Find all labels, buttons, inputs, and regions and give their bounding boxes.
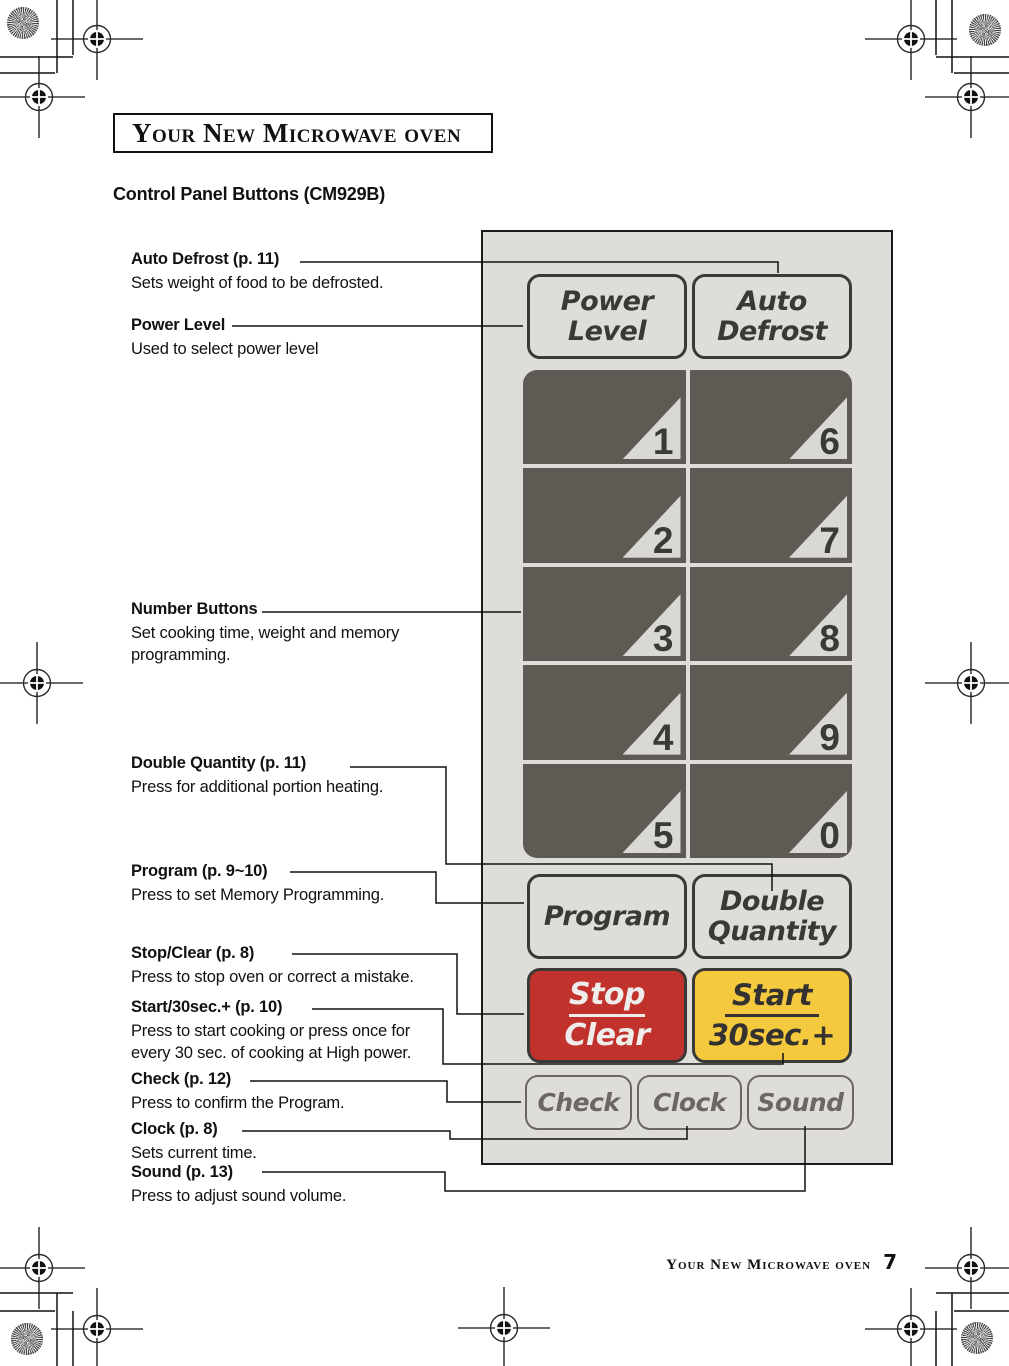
- page-footer: Your New Microwave oven 7: [666, 1250, 897, 1274]
- corner-triangle: 6: [789, 397, 847, 460]
- annotation-heading: Stop/Clear (p. 8): [131, 944, 255, 962]
- annotation-heading: Sound (p. 13): [131, 1163, 233, 1181]
- annotation-heading: Start/30sec.+ (p. 10): [131, 998, 283, 1016]
- button-divider: [725, 1014, 819, 1017]
- number-button-2[interactable]: 2: [523, 468, 686, 563]
- start-30sec-button[interactable]: Start 30sec.+: [692, 968, 852, 1063]
- annotation-heading: Program (p. 9~10): [131, 862, 268, 880]
- number-button-7[interactable]: 7: [689, 468, 852, 563]
- annotation-clock: Clock (p. 8) Sets current time.: [131, 1120, 257, 1164]
- annotation-desc: Sets weight of food to be defrosted.: [131, 274, 384, 292]
- starburst-mark-icon: [11, 1323, 43, 1355]
- number-button-0[interactable]: 0: [689, 763, 852, 858]
- number-button-6[interactable]: 6: [689, 370, 852, 465]
- starburst-mark-icon: [7, 7, 39, 39]
- number-button-8[interactable]: 8: [689, 566, 852, 662]
- sound-button[interactable]: Sound: [747, 1075, 854, 1130]
- button-label: Auto: [737, 286, 807, 318]
- corner-triangle: 3: [622, 594, 681, 657]
- annotation-desc: Set cooking time, weight and memory prog…: [131, 624, 400, 664]
- annotation-double-quantity: Double Quantity (p. 11) Press for additi…: [131, 754, 383, 798]
- annotation-heading: Clock (p. 8): [131, 1120, 218, 1138]
- corner-triangle: 1: [622, 397, 681, 460]
- button-label: Start: [732, 977, 812, 1012]
- button-label: Defrost: [717, 315, 827, 347]
- button-label: Double: [719, 886, 825, 918]
- button-label: Clock: [652, 1088, 727, 1117]
- starburst-mark-icon: [969, 14, 1001, 46]
- number-button-3[interactable]: 3: [523, 566, 686, 662]
- stop-clear-button[interactable]: Stop Clear: [527, 968, 687, 1063]
- corner-triangle: 8: [789, 594, 847, 657]
- annotation-start: Start/30sec.+ (p. 10) Press to start coo…: [131, 998, 446, 1064]
- number-keypad: 1 6 2 7 3 8 4 9 5 0: [523, 370, 852, 858]
- corner-triangle: 7: [789, 495, 847, 558]
- corner-triangle: 9: [789, 692, 847, 755]
- double-quantity-button[interactable]: Double Quantity: [692, 874, 852, 959]
- annotation-desc: Press to confirm the Program.: [131, 1094, 345, 1112]
- annotation-desc: Press for additional portion heating.: [131, 778, 384, 796]
- annotation-desc: Press to set Memory Programming.: [131, 886, 385, 904]
- annotation-desc: Press to stop oven or correct a mistake.: [131, 968, 414, 986]
- annotation-program: Program (p. 9~10) Press to set Memory Pr…: [131, 862, 384, 906]
- page-title-box: Your New Microwave oven: [113, 113, 493, 153]
- button-label: Power: [560, 286, 654, 318]
- check-button[interactable]: Check: [525, 1075, 632, 1130]
- button-label: Stop: [568, 976, 646, 1012]
- annotation-check: Check (p. 12) Press to confirm the Progr…: [131, 1070, 345, 1114]
- page-title: Your New Microwave oven: [132, 117, 462, 148]
- number-button-1[interactable]: 1: [523, 370, 686, 465]
- annotation-heading: Number Buttons: [131, 600, 258, 618]
- button-label: Quantity: [707, 915, 837, 947]
- annotation-desc: Press to adjust sound volume.: [131, 1187, 347, 1205]
- program-button[interactable]: Program: [527, 874, 687, 959]
- annotation-stop-clear: Stop/Clear (p. 8) Press to stop oven or …: [131, 944, 414, 988]
- annotation-heading: Double Quantity (p. 11): [131, 754, 307, 772]
- button-label: Clear: [564, 1018, 650, 1053]
- annotation-power-level: Power Level Used to select power level: [131, 316, 319, 360]
- annotation-number-buttons: Number Buttons Set cooking time, weight …: [131, 600, 416, 666]
- annotation-desc: Sets current time.: [131, 1144, 257, 1162]
- annotation-sound: Sound (p. 13) Press to adjust sound volu…: [131, 1163, 346, 1207]
- page-number: 7: [883, 1250, 897, 1274]
- annotation-heading: Check (p. 12): [131, 1070, 232, 1088]
- starburst-mark-icon: [961, 1322, 993, 1354]
- button-label: Sound: [757, 1088, 844, 1117]
- footer-text: Your New Microwave oven: [666, 1257, 872, 1273]
- number-button-4[interactable]: 4: [523, 665, 686, 760]
- power-level-button[interactable]: Power Level: [527, 274, 687, 359]
- button-label: Level: [567, 315, 647, 347]
- button-label: 30sec.+: [708, 1018, 836, 1052]
- annotation-desc: Used to select power level: [131, 340, 319, 358]
- corner-triangle: 2: [622, 495, 681, 558]
- number-button-9[interactable]: 9: [689, 665, 852, 760]
- auto-defrost-button[interactable]: Auto Defrost: [692, 274, 852, 359]
- annotation-desc: Press to start cooking or press once for…: [131, 1022, 412, 1062]
- button-label: Check: [537, 1088, 620, 1117]
- section-heading: Control Panel Buttons (CM929B): [113, 184, 386, 204]
- number-button-5[interactable]: 5: [523, 763, 686, 858]
- button-label: Program: [543, 900, 671, 932]
- annotation-heading: Power Level: [131, 316, 226, 334]
- corner-triangle: 4: [622, 692, 681, 755]
- clock-button[interactable]: Clock: [637, 1075, 742, 1130]
- corner-triangle: 5: [622, 791, 681, 853]
- annotation-heading: Auto Defrost (p. 11): [131, 250, 280, 268]
- button-divider: [569, 1014, 645, 1017]
- annotation-auto-defrost: Auto Defrost (p. 11) Sets weight of food…: [131, 250, 384, 294]
- corner-triangle: 0: [789, 791, 847, 853]
